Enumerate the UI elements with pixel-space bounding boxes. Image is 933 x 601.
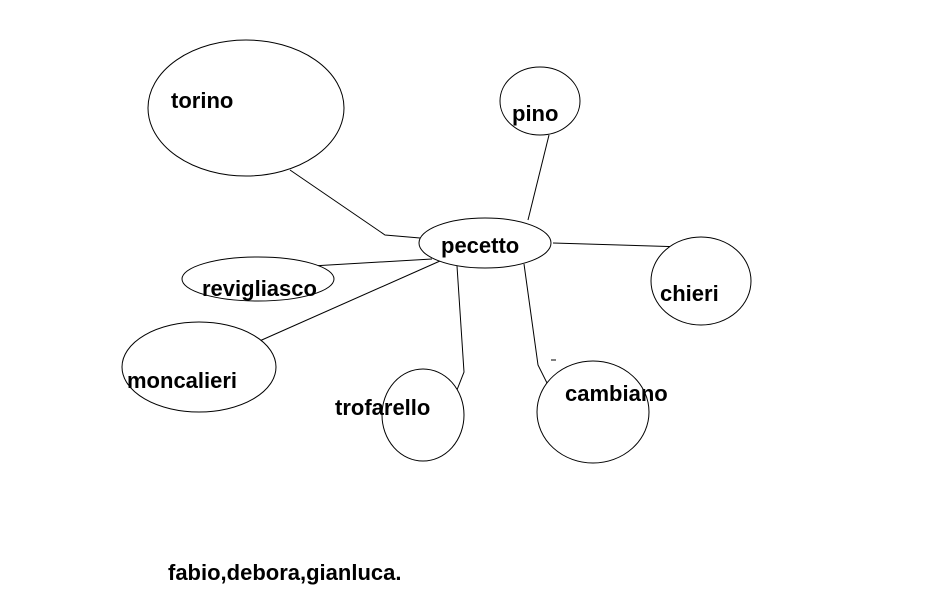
node-pecetto-label: pecetto	[441, 233, 519, 258]
node-pecetto: pecetto	[418, 217, 552, 269]
node-pino-ellipse	[499, 66, 581, 136]
node-pecetto-ellipse	[418, 217, 552, 269]
node-pino: pino	[499, 66, 581, 136]
node-cambiano: cambiano	[536, 360, 668, 464]
node-moncalieri: moncalieri	[121, 321, 277, 413]
node-trofarello-label: trofarello	[335, 395, 430, 420]
node-revigliasco-ellipse	[181, 256, 335, 302]
node-torino-ellipse	[147, 39, 345, 177]
node-moncalieri-ellipse	[121, 321, 277, 413]
edge-pecetto-moncalieri	[254, 260, 441, 344]
node-trofarello-ellipse	[381, 368, 465, 462]
authors-caption: fabio,debora,gianluca.	[168, 560, 402, 585]
node-chieri: chieri	[650, 236, 752, 326]
edge-pecetto-chieri	[552, 242, 686, 248]
edge-pecetto-cambiano	[523, 263, 549, 386]
edge-pecetto-trofarello	[454, 265, 465, 396]
edge-pecetto-pino	[527, 134, 550, 221]
node-cambiano-ellipse	[536, 360, 650, 464]
node-torino: torino	[147, 39, 345, 177]
node-pino-label: pino	[512, 101, 558, 126]
edge-pecetto-torino	[289, 169, 421, 239]
edges	[254, 134, 686, 396]
node-revigliasco: revigliasco	[181, 256, 335, 302]
node-chieri-label: chieri	[660, 281, 719, 306]
node-moncalieri-label: moncalieri	[127, 368, 237, 393]
edge-pecetto-revigliasco	[311, 258, 433, 267]
node-torino-label: torino	[171, 88, 233, 113]
node-chieri-ellipse	[650, 236, 752, 326]
node-revigliasco-label: revigliasco	[202, 276, 317, 301]
node-cambiano-label: cambiano	[565, 381, 668, 406]
node-trofarello: trofarello	[335, 368, 465, 462]
